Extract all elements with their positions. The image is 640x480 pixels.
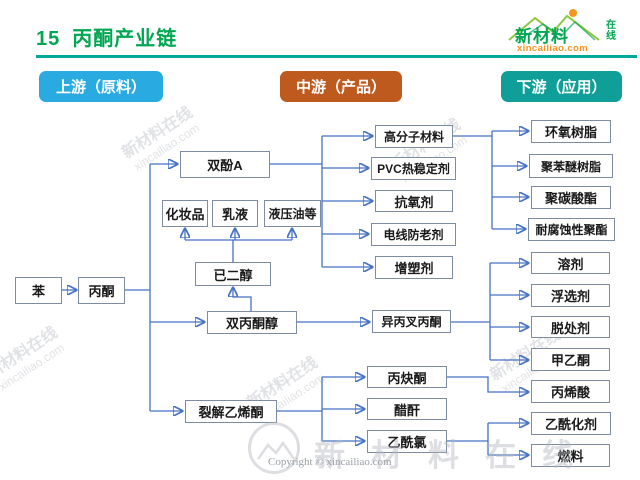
edge-polymer-trunk <box>453 131 493 229</box>
node-wire-antiaging-agent: 电线防老剂 <box>371 223 456 246</box>
page-title-text: 丙酮产业链 <box>72 28 178 50</box>
edge-hexylene-split <box>185 239 292 262</box>
node-acetic-anhydride: 醋酐 <box>367 398 447 420</box>
title-divider <box>36 55 637 58</box>
edge-propynone-acrylic <box>447 376 528 392</box>
node-acetone: 丙酮 <box>78 277 125 304</box>
node-propynone: 丙炔酮 <box>367 366 447 388</box>
node-mesityl-oxide: 异丙叉丙酮 <box>372 310 451 333</box>
node-acetylating-agent: 乙酰化剂 <box>531 412 611 435</box>
edge-diacetone-hexylene <box>233 288 252 311</box>
node-polycarbonate: 聚碳酸酯 <box>531 186 611 209</box>
node-polymer-materials: 高分子材料 <box>375 125 453 148</box>
node-acrylic-acid: 丙烯酸 <box>531 380 610 403</box>
node-ppe-resin: 聚苯醚树脂 <box>529 154 613 178</box>
slide-number: 15 <box>36 28 61 50</box>
logo-name: 新材料 <box>515 27 569 46</box>
stage-label-midstream: 中游（产品） <box>280 71 402 102</box>
node-hexylene-glycol: 已二醇 <box>195 262 271 286</box>
stage-label-downstream: 下游（应用） <box>501 71 622 102</box>
node-epoxy-resin: 环氧树脂 <box>531 120 611 143</box>
node-bisphenol-a: 双酚A <box>180 151 270 178</box>
node-cracked-ketene: 裂解乙烯酮 <box>185 400 277 423</box>
node-flotation-agent: 浮选剂 <box>531 284 610 307</box>
node-solvent: 溶剂 <box>531 252 610 274</box>
edge-mesityl-trunk <box>450 263 491 360</box>
edge-acetylchloride-trunk <box>447 423 489 455</box>
node-acetyl-chloride: 乙酰氯 <box>367 430 447 453</box>
logo: 新材料 在线 xincailiao.com <box>505 6 635 56</box>
logo-tagline: 在线 <box>606 20 616 42</box>
node-stripping-agent: 脱处剂 <box>531 316 610 338</box>
node-mek: 甲乙酮 <box>531 348 610 371</box>
node-plasticizer: 增塑剂 <box>375 256 453 279</box>
node-cosmetics: 化妆品 <box>162 200 208 227</box>
node-corrosion-resistant-polyester: 耐腐蚀性聚酯 <box>528 218 615 241</box>
node-emulsion: 乳液 <box>212 200 258 227</box>
copyright-text: Copyright © xincailiao.com <box>268 456 392 468</box>
logo-mountains-icon <box>508 9 600 41</box>
page-title: 15 丙酮产业链 <box>36 22 177 51</box>
logo-domain: xincailiao.com <box>517 43 589 54</box>
stage-label-upstream: 上游（原料） <box>39 71 163 102</box>
node-antioxidant: 抗氧剂 <box>375 190 453 212</box>
edge-ketene-trunk <box>277 377 323 441</box>
node-diacetone-alcohol: 双丙酮醇 <box>207 311 297 334</box>
node-hydraulic-oil: 液压油等 <box>264 200 321 227</box>
node-pvc-heat-stabilizer: PVC热稳定剂 <box>371 157 456 180</box>
edge-acetone-trunk <box>125 164 151 411</box>
node-benzene: 苯 <box>15 277 62 304</box>
node-fuel: 燃料 <box>531 444 610 467</box>
